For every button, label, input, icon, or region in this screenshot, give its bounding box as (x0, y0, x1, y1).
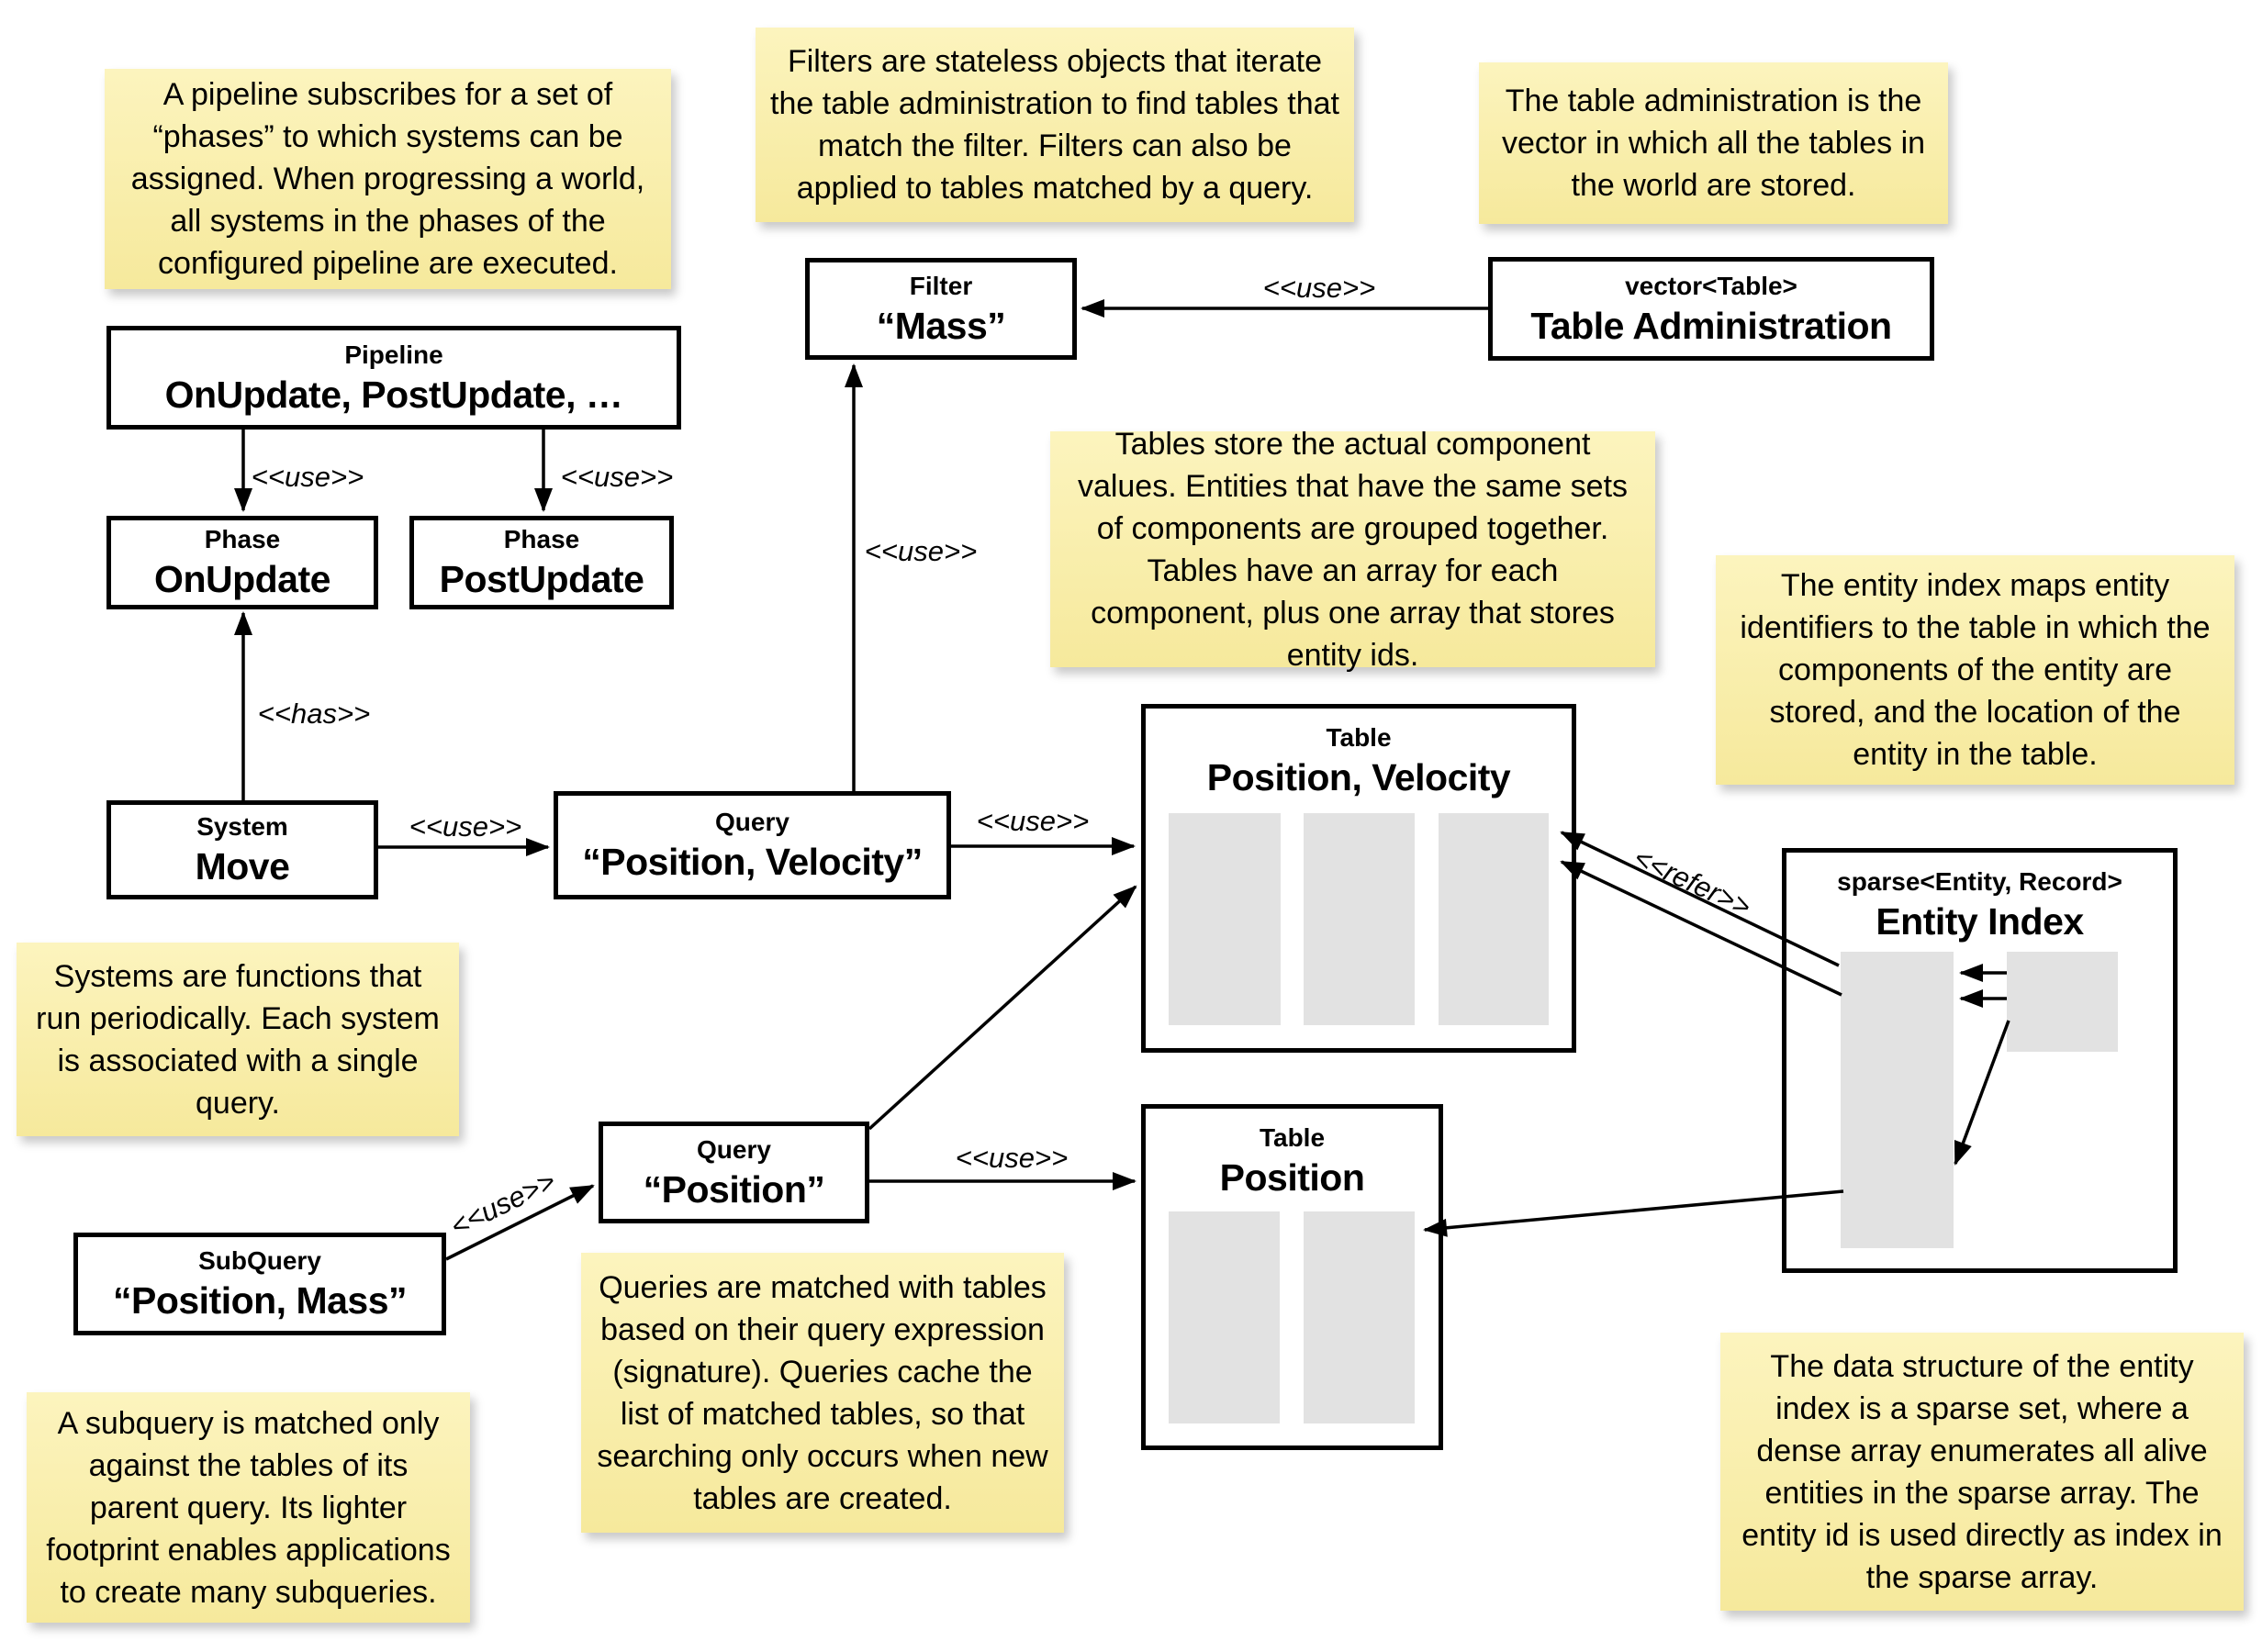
label-use-subquery-querypos: <<use>> (445, 1165, 560, 1243)
label-use-admin-filter: <<use>> (1263, 272, 1375, 304)
node-table-administration: vector<Table> Table Administration (1488, 257, 1934, 361)
label-use-pipeline-onupdate: <<use>> (252, 461, 364, 493)
table-pos-array-1 (1169, 1211, 1280, 1423)
node-query-position-velocity-title: Query (715, 808, 789, 836)
table-pos-array-2 (1304, 1211, 1415, 1423)
node-phase-postupdate-title: Phase (503, 525, 580, 553)
node-system-move: System Move (106, 800, 378, 899)
node-table-position-title: Table (1259, 1123, 1326, 1152)
node-table-position-velocity-title: Table (1326, 723, 1392, 752)
node-phase-onupdate-name: OnUpdate (154, 558, 330, 600)
label-use-querypv-tablepv: <<use>> (977, 805, 1089, 837)
node-query-position: Query “Position” (599, 1122, 869, 1223)
table-pv-array-2 (1304, 813, 1415, 1025)
node-entity-index-name: Entity Index (1876, 900, 2084, 943)
node-system-move-title: System (196, 812, 288, 841)
note-pipeline: A pipeline subscribes for a set of “phas… (105, 69, 671, 289)
node-query-position-velocity: Query “Position, Velocity” (554, 791, 951, 899)
note-table-administration: The table administration is the vector i… (1479, 62, 1948, 224)
entity-index-dense-array (2007, 952, 2118, 1052)
node-phase-onupdate: Phase OnUpdate (106, 516, 378, 609)
node-phase-postupdate-name: PostUpdate (439, 558, 644, 600)
node-phase-onupdate-title: Phase (204, 525, 281, 553)
node-system-move-name: Move (195, 845, 290, 887)
edge-entityindex-tablepos (1423, 1189, 1844, 1237)
table-pv-array-3 (1439, 813, 1549, 1025)
note-queries: Queries are matched with tables based on… (581, 1253, 1064, 1533)
table-pv-array-1 (1169, 813, 1281, 1025)
node-table-position-velocity-name: Position, Velocity (1206, 756, 1511, 798)
node-subquery-title: SubQuery (198, 1246, 321, 1275)
node-subquery: SubQuery “Position, Mass” (73, 1233, 446, 1335)
edge-subquery-querypos (445, 1184, 595, 1261)
node-pipeline: Pipeline OnUpdate, PostUpdate, … (106, 326, 681, 430)
entity-index-sparse-array (1841, 952, 1954, 1248)
node-pipeline-title: Pipeline (344, 340, 443, 369)
node-table-position-name: Position (1219, 1156, 1365, 1199)
label-use-pipeline-postupdate: <<use>> (561, 461, 673, 493)
node-pipeline-name: OnUpdate, PostUpdate, … (164, 373, 623, 416)
note-filters: Filters are stateless objects that itera… (756, 28, 1354, 222)
label-has-system-phase: <<has>> (258, 698, 370, 730)
node-filter-mass: Filter “Mass” (805, 258, 1077, 360)
node-filter-mass-title: Filter (909, 271, 973, 300)
node-query-position-name: “Position” (643, 1167, 825, 1211)
note-entity-index: The entity index maps entity identifiers… (1716, 555, 2234, 785)
node-table-administration-title: vector<Table> (1625, 271, 1797, 300)
node-filter-mass-name: “Mass” (876, 304, 1006, 347)
node-query-position-title: Query (697, 1134, 771, 1164)
node-entity-index-title: sparse<Entity, Record> (1837, 867, 2122, 896)
note-subquery: A subquery is matched only against the t… (27, 1392, 470, 1623)
label-use-query-filter: <<use>> (865, 535, 977, 567)
note-systems: Systems are functions that run periodica… (17, 943, 459, 1136)
node-query-position-velocity-name: “Position, Velocity” (582, 841, 923, 883)
edge-querypos-tablepv (868, 885, 1137, 1131)
label-refer-entityindex-tablepv: <<refer>> (1629, 842, 1755, 923)
label-use-querypos-tablepos: <<use>> (956, 1142, 1068, 1174)
note-sparse-set: The data structure of the entity index i… (1720, 1333, 2244, 1611)
note-tables: Tables store the actual component values… (1050, 427, 1655, 673)
node-subquery-name: “Position, Mass” (112, 1279, 408, 1322)
label-use-system-query: <<use>> (409, 810, 521, 843)
node-phase-postupdate: Phase PostUpdate (409, 516, 674, 609)
node-table-administration-name: Table Administration (1530, 304, 1892, 347)
